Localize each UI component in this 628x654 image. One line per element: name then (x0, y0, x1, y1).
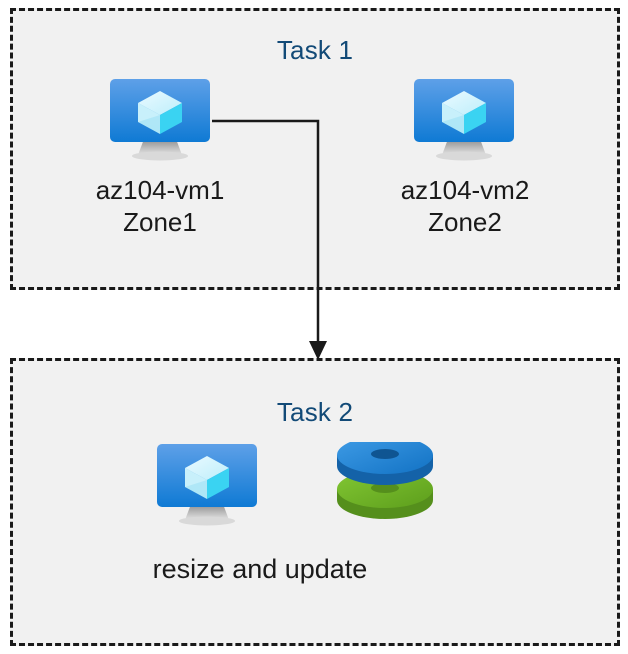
azure-managed-disks-icon (333, 436, 437, 530)
vm1-label: az104-vm1 Zone1 (95, 175, 225, 237)
task-2-title: Task 2 (276, 397, 354, 427)
task-1-title: Task 1 (276, 35, 354, 65)
task-2-panel: Task 2 (10, 358, 620, 646)
task-2-caption: resize and update (152, 554, 368, 584)
vm2-label: az104-vm2 Zone2 (400, 175, 530, 237)
azure-virtual-machine-icon (412, 77, 516, 165)
azure-virtual-machine-icon (155, 442, 259, 530)
task-1-panel: Task 1 (10, 8, 620, 290)
azure-virtual-machine-icon (108, 77, 212, 165)
